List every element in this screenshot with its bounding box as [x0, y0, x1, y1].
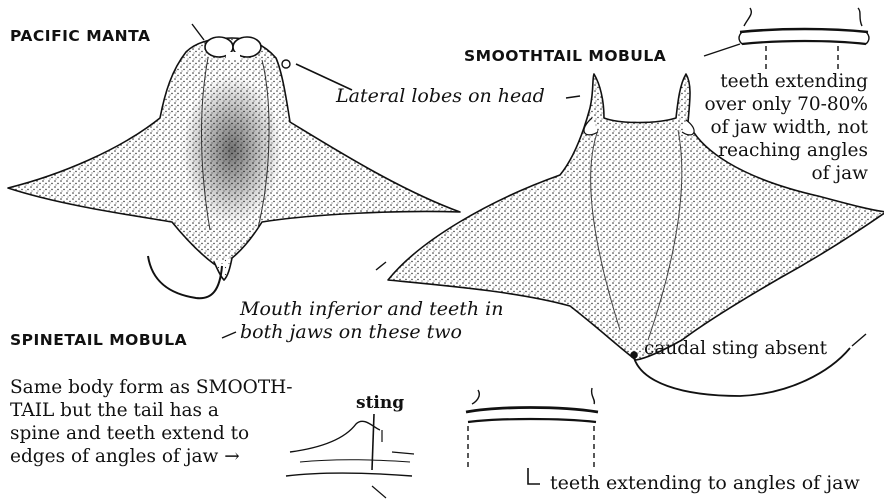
- spinetail-sting-sketch: [286, 414, 414, 498]
- pointer-line: [376, 262, 386, 270]
- spinetail-line: spine and teeth extend to: [10, 422, 293, 445]
- teeth-note-line: teeth extending: [705, 70, 868, 93]
- teeth-note-line: over only 70-80%: [705, 93, 868, 116]
- pacific-manta-drawing: [8, 37, 460, 298]
- teeth-note-line: of jaw width, not: [705, 116, 868, 139]
- spinetail-description: Same body form as SMOOTH- TAIL but the t…: [10, 376, 293, 468]
- pointer-line: [704, 44, 740, 56]
- mouth-inferior-line2: both jaws on these two: [240, 321, 503, 344]
- pointer-line: [566, 96, 580, 98]
- spinetail-line: Same body form as SMOOTH-: [10, 376, 293, 399]
- smoothtail-teeth-note: teeth extending over only 70-80% of jaw …: [705, 70, 868, 185]
- mouth-inferior-line1: Mouth inferior and teeth in: [240, 298, 503, 321]
- spinetail-jaw-sketch: [466, 388, 598, 484]
- smoothtail-mobula-label: SMOOTHTAIL MOBULA: [464, 49, 666, 65]
- pointer-line: [222, 332, 236, 338]
- teeth-note-line: of jaw: [705, 162, 868, 185]
- caudal-sting-note: caudal sting absent: [644, 340, 827, 359]
- spinetail-line: TAIL but the tail has a: [10, 399, 293, 422]
- sting-label: sting: [356, 395, 404, 412]
- lateral-lobes-note: Lateral lobes on head: [336, 87, 545, 106]
- pointer-line: [852, 334, 866, 346]
- spinetail-mobula-label: SPINETAIL MOBULA: [10, 333, 187, 349]
- teeth-note-line: reaching angles: [705, 139, 868, 162]
- spinetail-line: edges of angles of jaw →: [10, 445, 293, 468]
- mouth-inferior-note: Mouth inferior and teeth in both jaws on…: [240, 298, 503, 344]
- teeth-to-angles-note: teeth extending to angles of jaw: [550, 474, 860, 493]
- pointer-line: [192, 24, 204, 40]
- pacific-manta-label: PACIFIC MANTA: [10, 29, 150, 45]
- smoothtail-jaw-sketch: [739, 8, 869, 70]
